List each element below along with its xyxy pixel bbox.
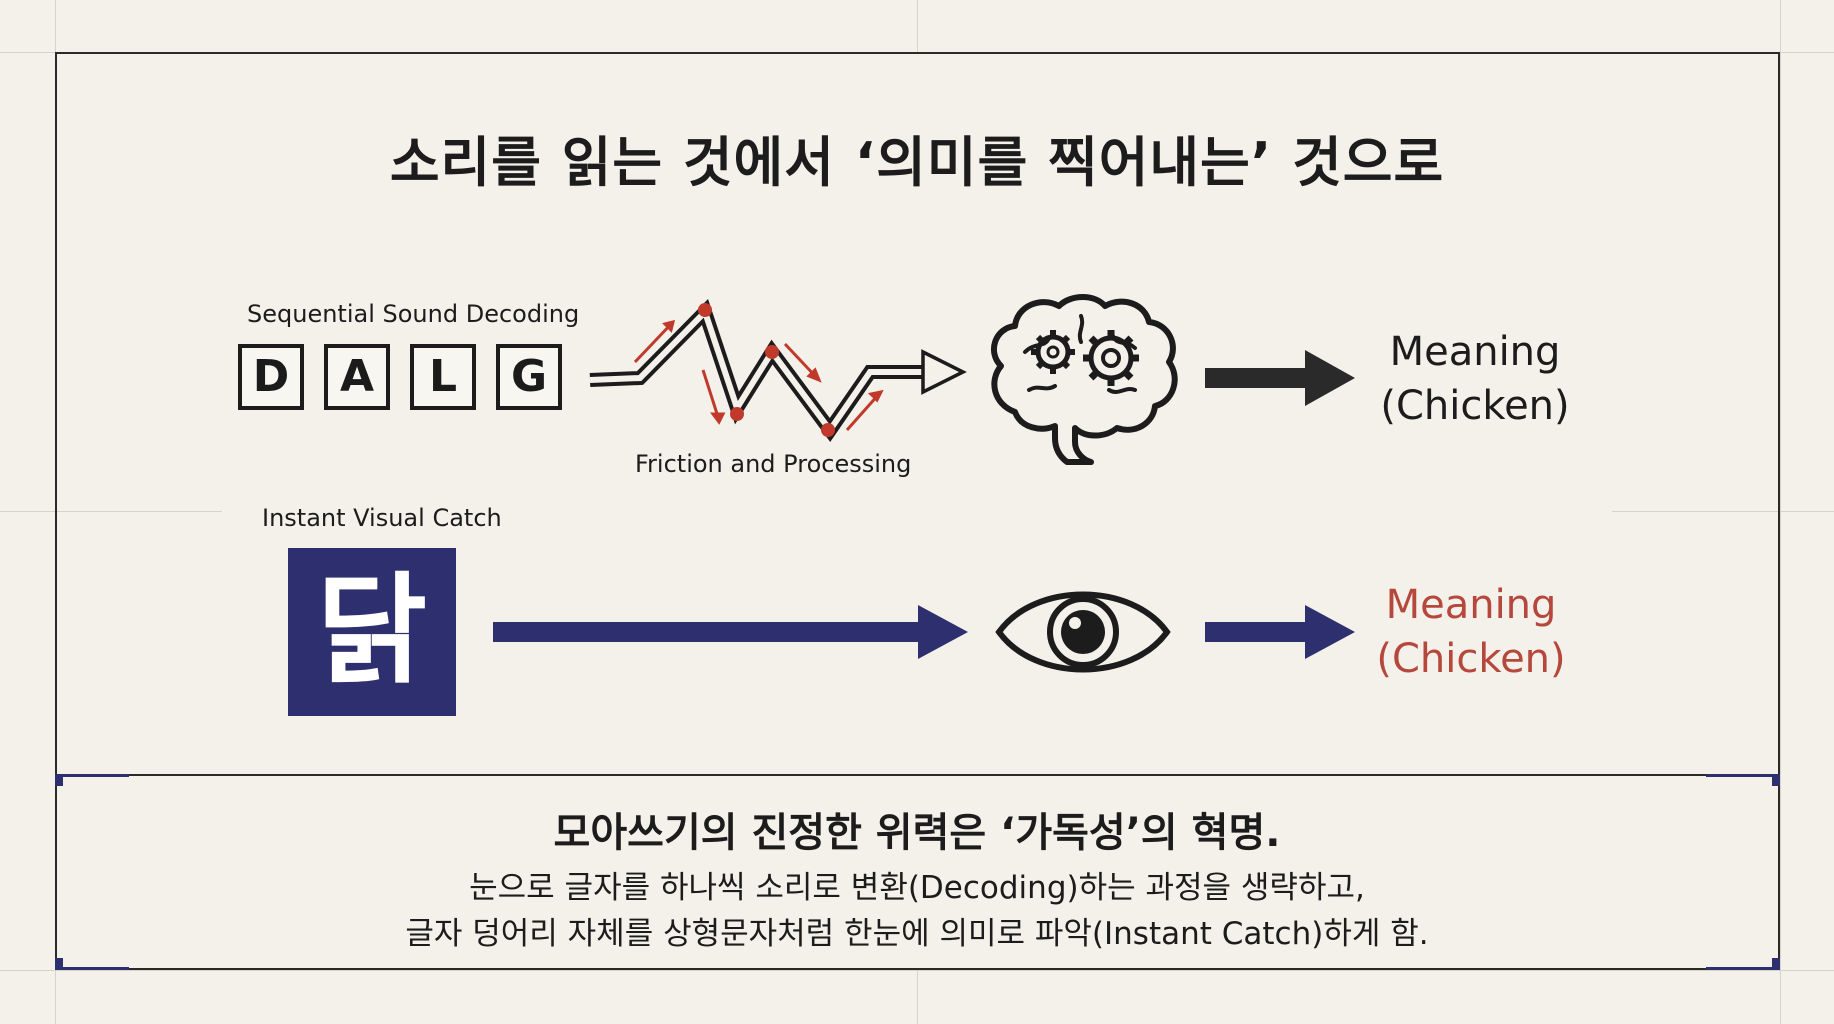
letter-box-g: G (496, 344, 562, 410)
short-navy-arrow (1205, 605, 1355, 659)
grid-line-v-center-bottom (917, 970, 918, 1024)
friction-dot (698, 303, 712, 317)
friction-label: Friction and Processing (635, 450, 912, 478)
sequential-label: Sequential Sound Decoding (247, 300, 580, 328)
top-meaning-line2: (Chicken) (1380, 383, 1570, 429)
bottom-meaning-label: Meaning (Chicken) (1356, 578, 1586, 686)
friction-zigzag-arrow (589, 298, 967, 443)
grid-line-v-center (917, 0, 918, 52)
grid-line-mid-right (1612, 511, 1834, 512)
bottom-meaning-line1: Meaning (1385, 582, 1557, 628)
summary-divider (55, 774, 1780, 776)
friction-dot (730, 407, 744, 421)
corner-bracket-bl (55, 958, 129, 970)
brain-gears-icon (990, 294, 1178, 465)
top-meaning-label: Meaning (Chicken) (1360, 325, 1590, 433)
bottom-meaning-line2: (Chicken) (1376, 636, 1566, 682)
corner-bracket-br (1706, 958, 1780, 970)
letter-box-d: D (238, 344, 304, 410)
outer-frame (55, 52, 1780, 970)
letter-box-a: A (324, 344, 390, 410)
instant-label: Instant Visual Catch (262, 504, 502, 532)
friction-dot (765, 345, 779, 359)
long-navy-arrow (493, 605, 968, 659)
letter-box-l: L (410, 344, 476, 410)
corner-bracket-tl (55, 774, 129, 786)
friction-dot (821, 423, 835, 437)
top-meaning-line1: Meaning (1389, 329, 1561, 375)
top-result-arrow (1205, 350, 1355, 406)
summary-line-1: 눈으로 글자를 하나씩 소리로 변환(Decoding)하는 과정을 생략하고, (469, 870, 1365, 906)
page-title: 소리를 읽는 것에서 ‘의미를 찍어내는’ 것으로 (389, 131, 1445, 194)
corner-bracket-tr (1706, 774, 1780, 786)
grid-line-v-right (1780, 0, 1781, 1024)
grid-line-mid-left (0, 511, 222, 512)
eye-icon (995, 591, 1171, 673)
summary-headline: 모아쓰기의 진정한 위력은 ‘가독성’의 혁명. (553, 810, 1281, 856)
summary-line-2: 글자 덩어리 자체를 상형문자처럼 한눈에 의미로 파악(Instant Cat… (405, 916, 1429, 952)
hangul-dalg-block: 닭 (288, 548, 456, 716)
